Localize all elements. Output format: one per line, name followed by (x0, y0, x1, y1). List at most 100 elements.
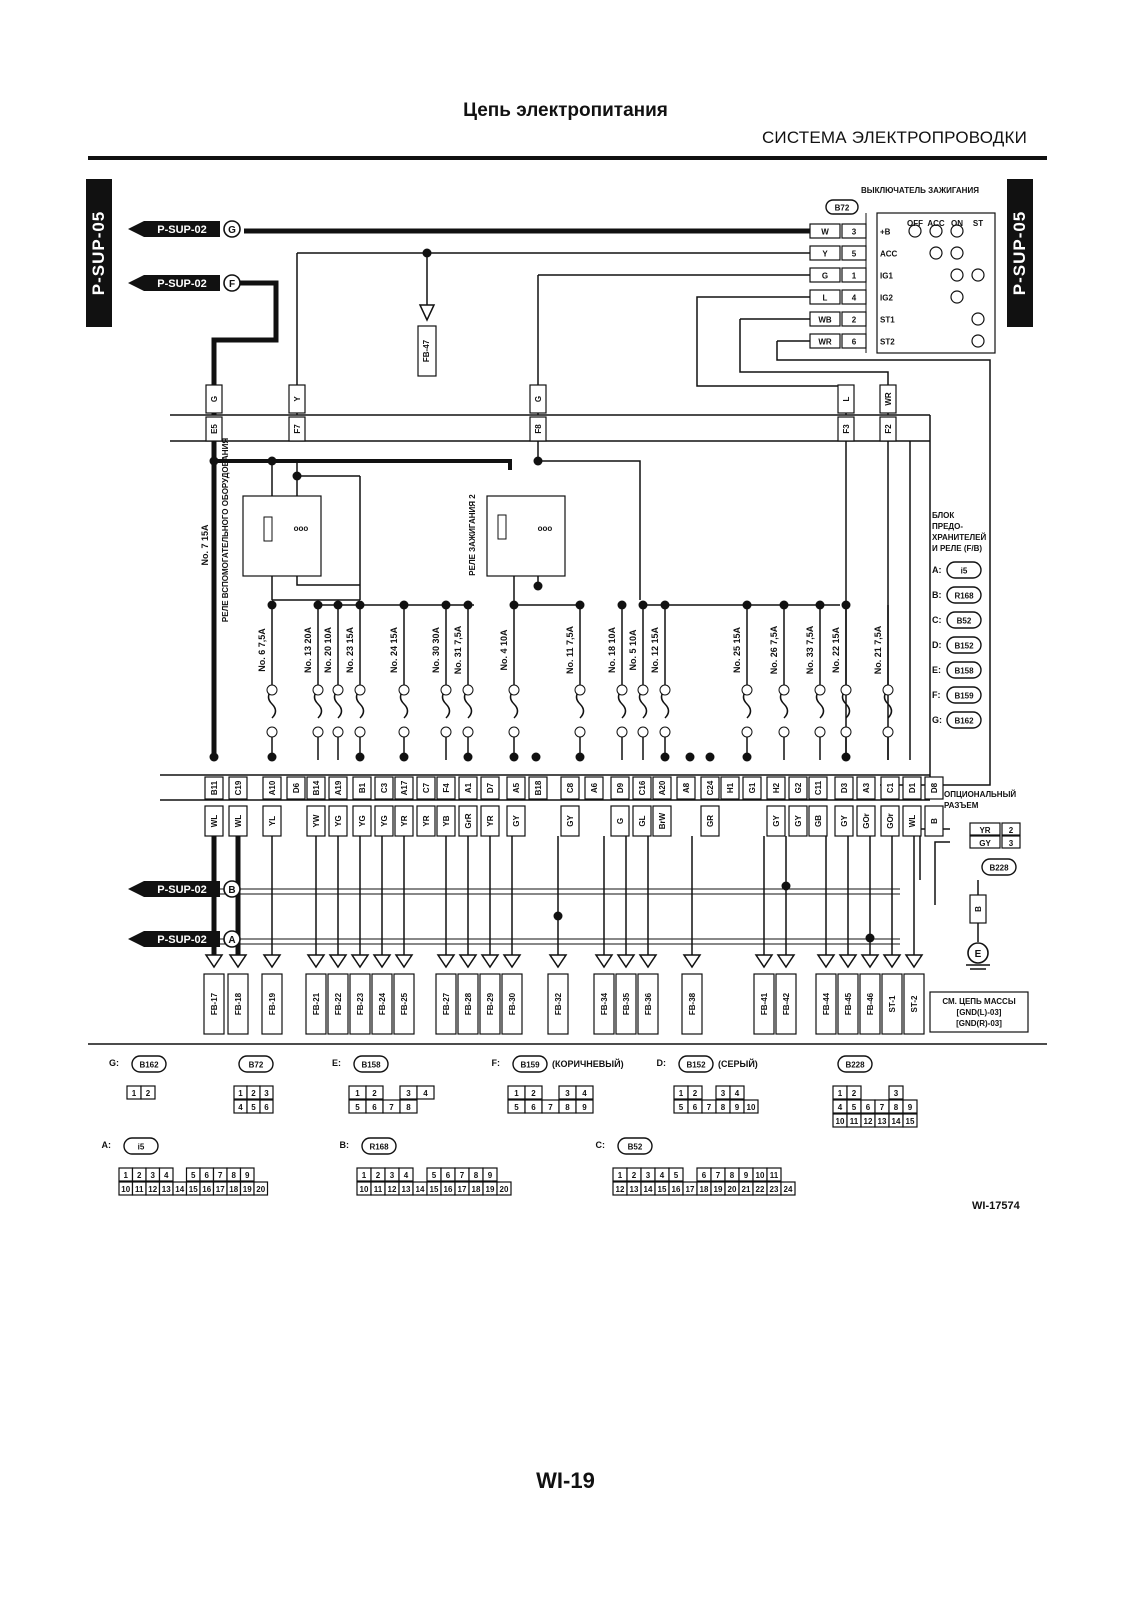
output-FB-35: FB-35 (622, 992, 631, 1015)
bottom-pin-A20: A20 (658, 780, 667, 795)
pin-f-9: 9 (582, 1103, 587, 1112)
fb-conn-B52-label: B52 (957, 617, 972, 626)
bottom-wire-WL: WL (234, 815, 243, 828)
output-ST-2: ST-2 (910, 995, 919, 1012)
output-FB-29: FB-29 (486, 992, 495, 1015)
pin-d-5: 5 (679, 1103, 684, 1112)
pin-a-13: 13 (162, 1185, 171, 1194)
pin-box (841, 333, 867, 349)
output-box (753, 973, 775, 1035)
fuse-label-7: No. 4 10A (499, 629, 509, 671)
pin-cell (575, 1085, 594, 1100)
top-pin-F3: F3 (842, 424, 851, 434)
output-arrow (502, 954, 522, 969)
pin-d-3: 3 (721, 1089, 726, 1098)
fuse-end (778, 726, 790, 738)
output-arrow (372, 954, 392, 969)
input-p-sup-02-a-circle (223, 930, 241, 948)
pin-d-6: 6 (693, 1103, 698, 1112)
switch-col-ACC: ACC (927, 219, 945, 228)
top-wire-WR: WR (884, 392, 893, 406)
bottom-wire-G: G (616, 818, 625, 824)
switch-term-ACC: ACC (880, 250, 898, 259)
bottom-wire-box (458, 805, 478, 837)
ground-letter: E (975, 949, 982, 960)
bus-f (211, 280, 279, 415)
pin-cell (158, 1167, 174, 1182)
fuse-label-15: No. 22 15A (831, 626, 841, 673)
bottom-pin-box (700, 776, 720, 800)
bottom-pin-C24: C24 (706, 780, 715, 795)
switch-contact (971, 334, 985, 348)
output-arrow (548, 954, 568, 969)
pin-a-4: 4 (164, 1171, 169, 1180)
bottom-pin-box (374, 776, 394, 800)
pin-f-3: 3 (565, 1089, 570, 1098)
fuse-end (574, 684, 586, 696)
top-pin-box (288, 416, 306, 442)
bottom-pin-C19: C19 (234, 780, 243, 795)
face-prefix-f: F: (492, 1058, 501, 1068)
output-arrow (350, 954, 370, 969)
face-code-d (678, 1055, 714, 1073)
pin-c-10: 10 (756, 1171, 765, 1180)
pin-cell (365, 1085, 384, 1100)
pin-b-16: 16 (444, 1185, 453, 1194)
fb-conn-B158 (946, 661, 982, 679)
fuse-bus-junction (841, 600, 851, 610)
pin-b228-6: 6 (866, 1103, 871, 1112)
bottom-pin-box (808, 776, 828, 800)
bottom-pin-box (610, 776, 630, 800)
bottom-wire-box (436, 805, 456, 837)
fuse-end (741, 684, 753, 696)
output-box (903, 973, 925, 1035)
output-box (681, 973, 703, 1035)
fuse-bus-junction (267, 600, 277, 610)
fuse-end (332, 684, 344, 696)
output-arrow (458, 954, 478, 969)
bottom-wire-box (856, 805, 876, 837)
pin-cell (259, 1085, 274, 1100)
ground-wire-box (969, 894, 987, 924)
switch-contact (929, 246, 943, 260)
bottom-wire-YB: YB (442, 815, 451, 826)
pin-c-18: 18 (700, 1185, 709, 1194)
bottom-junction (463, 752, 473, 762)
fuse-bus-junction (815, 600, 825, 610)
fuse-7-label: No. 7 15A (200, 524, 210, 566)
output-box (815, 973, 837, 1035)
fb-conn-letter: D: (932, 640, 942, 650)
fuse-end (778, 684, 790, 696)
pin-cell (140, 1085, 156, 1100)
bottom-pin-box (834, 776, 854, 800)
top-wire-box (837, 384, 855, 414)
bottom-wire-box (204, 805, 224, 837)
junction-dot (292, 471, 302, 481)
fuse-end (462, 726, 474, 738)
switch-term-ST1: ST1 (880, 316, 895, 325)
output-FB-25: FB-25 (400, 992, 409, 1015)
pin-b72-3: 3 (264, 1089, 269, 1098)
fuse-label-9: No. 18 10A (607, 626, 617, 673)
opt-pin-3: 3 (1009, 839, 1014, 848)
fuse-label-12: No. 25 15A (732, 626, 742, 673)
bottom-wire-GOr: GOr (862, 813, 871, 829)
output-box (393, 973, 415, 1035)
pin-a-6: 6 (205, 1171, 210, 1180)
fuse-label-0: No. 6 7,5A (257, 628, 267, 672)
bottom-wire-GrR: GrR (464, 813, 473, 828)
output-box (203, 973, 225, 1035)
face-code-e (353, 1055, 389, 1073)
bottom-wire-B: B (930, 818, 939, 824)
pin-b-17: 17 (458, 1185, 467, 1194)
output-arrow (816, 954, 836, 969)
pin-f-2: 2 (531, 1089, 536, 1098)
switch-term-ST2: ST2 (880, 338, 895, 347)
bottom-wire-YR: YR (486, 815, 495, 826)
bottom-wire-box (328, 805, 348, 837)
top-wire-box (879, 384, 897, 414)
output-FB-36: FB-36 (644, 992, 653, 1015)
ground-note: [GND(L)-03] (957, 1008, 1002, 1017)
wire-st-route (776, 341, 991, 786)
pin-d-1: 1 (679, 1089, 684, 1098)
